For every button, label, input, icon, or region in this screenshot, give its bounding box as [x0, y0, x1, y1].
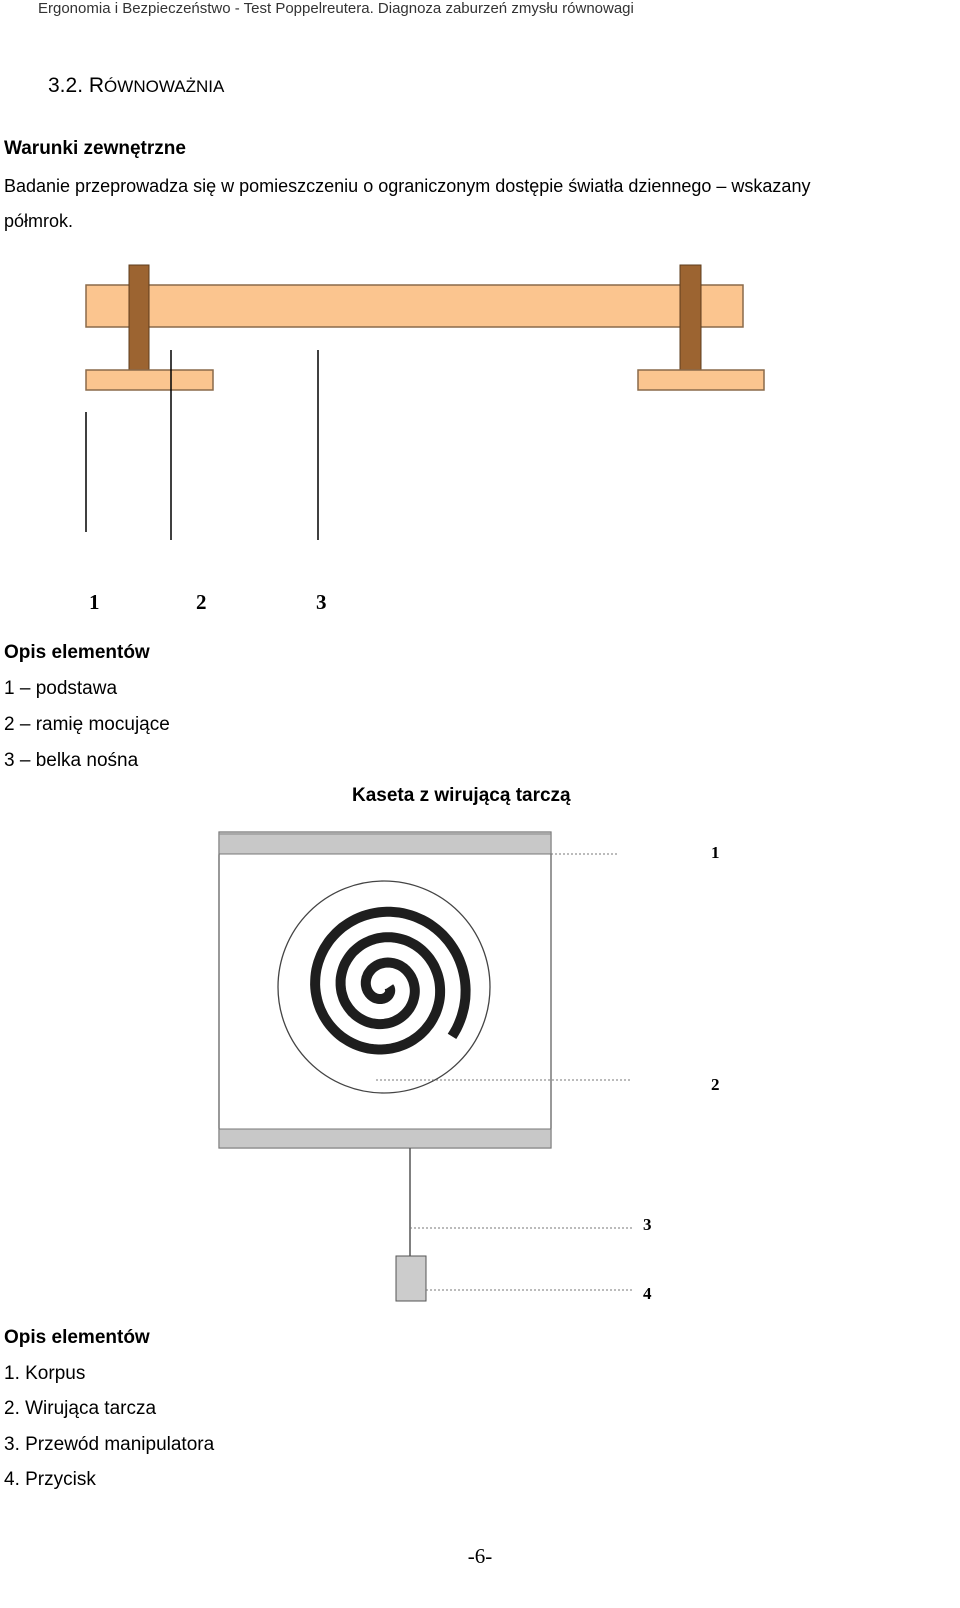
fig2-label-2: 2 [711, 1075, 720, 1094]
section-title-first: R [88, 74, 105, 97]
legend2-item: 1. Korpus [4, 1363, 86, 1384]
fig2-label-1: 1 [711, 843, 720, 862]
legend2-item: 4. Przycisk [4, 1469, 96, 1490]
fig1-label-2: 2 [196, 590, 207, 614]
legend2-item: 2. Wirująca tarcza [4, 1398, 157, 1419]
legend1-item: 3 – belka nośna [4, 750, 139, 771]
legend2-item: 3. Przewód manipulatora [4, 1434, 215, 1455]
fig1-label-3: 3 [316, 590, 327, 614]
post-right [679, 264, 702, 371]
spiral-icon [310, 906, 471, 1055]
cassette-top-bar [218, 831, 552, 855]
legend1-item: 2 – ramię mocujące [4, 714, 170, 735]
section-title-rest: ÓWNOWAŻNIA [104, 77, 225, 96]
fig2-label-3: 3 [643, 1215, 652, 1234]
cassette-bottom-bar [218, 1128, 552, 1149]
fig2-label-4: 4 [643, 1284, 652, 1303]
section-title: 3.2. RÓWNOWAŻNIA [48, 74, 224, 98]
beam-shape [85, 284, 744, 328]
conditions-line-2: półmrok. [4, 211, 74, 231]
stand-diagram [85, 264, 765, 540]
cassette-diagram [218, 831, 634, 1302]
conditions-heading: Warunki zewnętrzne [4, 138, 186, 159]
legend2-heading: Opis elementów [4, 1327, 150, 1348]
legend1-item: 1 – podstawa [4, 678, 118, 699]
page-number: -6- [467, 1544, 493, 1568]
base-right [637, 369, 765, 391]
fig1-label-1: 1 [89, 590, 100, 614]
conditions-line-1: Badanie przeprowadza się w pomieszczeniu… [4, 176, 811, 196]
legend1-heading: Opis elementów [4, 642, 150, 663]
post-left [128, 264, 150, 371]
button-shape [395, 1255, 427, 1302]
document-header: Ergonomia i Bezpieczeństwo - Test Poppel… [38, 0, 634, 17]
base-left [85, 369, 214, 391]
figure2-title: Kaseta z wirującą tarczą [352, 785, 571, 806]
section-number: 3.2. [48, 74, 84, 97]
